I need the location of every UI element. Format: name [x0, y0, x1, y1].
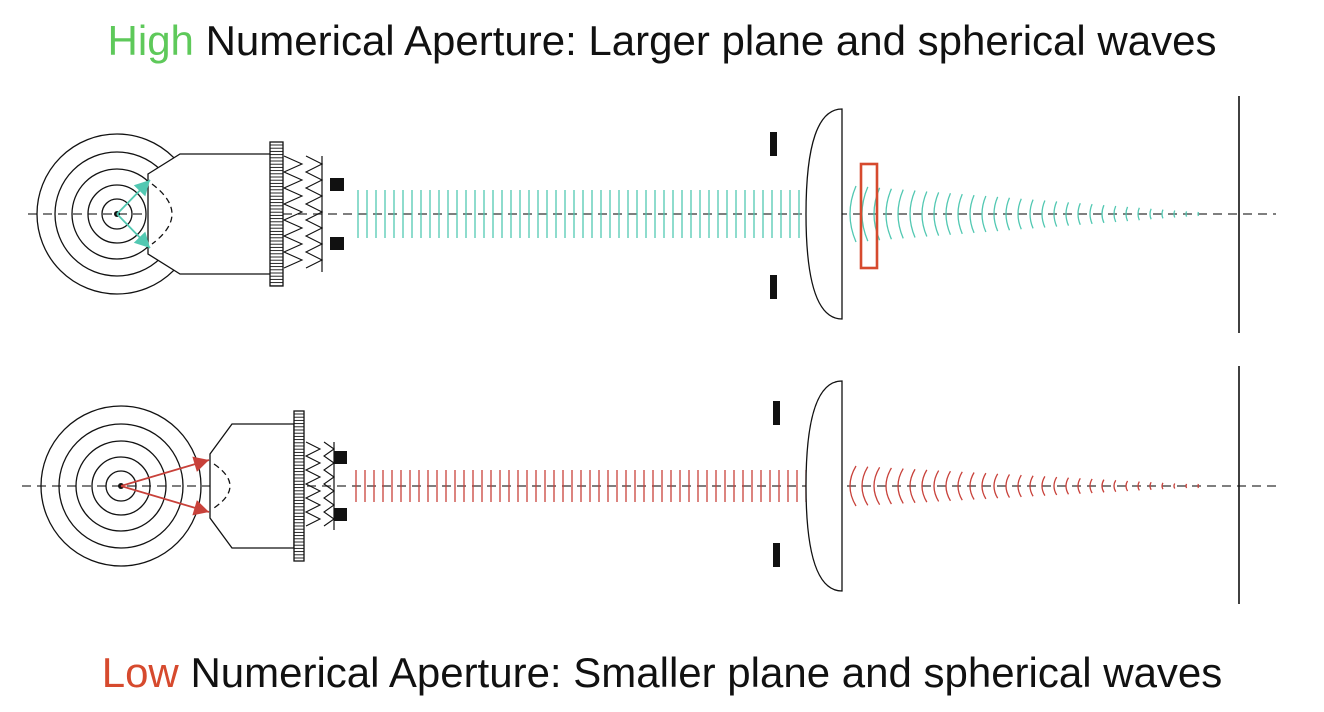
- high-na-spherical-wavefront: [1077, 202, 1081, 226]
- low-na-spherical-wavefront: [1125, 480, 1129, 492]
- high-na-spherical-wave-ring: [101, 198, 133, 230]
- high-na-spherical-wavefront: [1125, 206, 1129, 222]
- high-na-condenser-lens: [805, 108, 843, 320]
- low-na-spherical-wavefront: [933, 470, 940, 502]
- low-na-knurled-ring: [293, 410, 305, 562]
- low-na-spherical-wave-ring: [40, 405, 202, 567]
- high-na-spherical-wavefront: [1053, 201, 1058, 227]
- low-na-spherical-wavefront: [1173, 483, 1176, 489]
- high-na-spherical-wavefront: [1185, 211, 1188, 217]
- low-na-mount-tab-top: [334, 451, 347, 464]
- high-na-spherical-wavefront: [1017, 198, 1022, 230]
- low-na-aperture-stop-top: [773, 401, 780, 425]
- low-na-spherical-wavefront: [1053, 476, 1058, 496]
- low-na-spherical-wavefront: [1077, 477, 1081, 495]
- low-na-spherical-wavefront: [1065, 477, 1070, 495]
- high-na-spherical-wavefront: [993, 196, 999, 232]
- high-na-spherical-wavefront: [849, 185, 857, 243]
- high-na-spherical-wavefront: [861, 186, 869, 242]
- title-low-rest: Numerical Aperture: Smaller plane and sp…: [178, 649, 1223, 696]
- low-na-spherical-wavefront: [1041, 476, 1046, 496]
- low-na-objective-body: [209, 423, 295, 549]
- low-na-thread-left: [304, 441, 322, 527]
- low-na-acceptance-ray: [120, 459, 210, 487]
- low-na-condenser-lens: [805, 380, 843, 592]
- low-na-mount-tab-bottom: [334, 508, 347, 521]
- low-na-spherical-wavefront: [1113, 479, 1117, 493]
- low-na-spherical-wavefront: [1161, 482, 1164, 490]
- high-na-spherical-wavefront: [1065, 202, 1070, 226]
- high-na-spherical-wavefront: [933, 192, 940, 236]
- high-na-spherical-wavefront: [1101, 204, 1105, 224]
- title-low-na: Low Numerical Aperture: Smaller plane an…: [0, 652, 1324, 694]
- high-na-mount-tab-top: [330, 178, 344, 191]
- low-na-spherical-wavefront: [1029, 475, 1034, 497]
- high-na-spherical-wavefront: [1029, 199, 1034, 229]
- low-na-spherical-wave-ring: [105, 470, 137, 502]
- title-high-rest: Numerical Aperture: Larger plane and sph…: [193, 17, 1217, 64]
- high-na-objective-body: [147, 153, 273, 275]
- title-low-keyword: Low: [101, 649, 179, 696]
- low-na-spherical-wavefront: [969, 472, 975, 500]
- low-na-spherical-wavefront: [1137, 481, 1140, 491]
- high-na-spherical-wavefront: [969, 194, 975, 234]
- high-na-spherical-wavefront: [957, 193, 963, 235]
- low-na-spherical-wavefront: [909, 468, 916, 504]
- high-na-spherical-wavefront: [1113, 205, 1117, 223]
- high-na-spherical-wavefront: [1149, 208, 1152, 220]
- low-na-thread-right: [323, 441, 335, 527]
- low-na-acceptance-arrowhead: [192, 500, 209, 516]
- high-na-highlight-box: [859, 162, 879, 270]
- high-na-spherical-wavefront: [1005, 197, 1011, 231]
- high-na-spherical-wavefront: [1041, 200, 1046, 228]
- low-na-spherical-wavefront: [1185, 483, 1188, 489]
- high-na-spherical-wavefront: [1089, 203, 1093, 225]
- high-na-mount-tab-bottom: [330, 237, 344, 250]
- low-na-spherical-wavefront: [849, 465, 857, 507]
- low-na-acceptance-ray: [120, 485, 210, 513]
- high-na-spherical-wavefront: [1173, 210, 1176, 218]
- low-na-spherical-wave-ring: [91, 456, 151, 516]
- high-na-spherical-wavefront: [897, 189, 904, 239]
- low-na-spherical-wavefront: [993, 473, 999, 499]
- high-na-thread-right: [304, 155, 324, 269]
- high-na-spherical-wavefront: [945, 193, 952, 235]
- low-na-spherical-wavefront: [1089, 478, 1093, 494]
- low-na-spherical-wavefront: [861, 466, 869, 506]
- low-na-spherical-wave-ring: [58, 423, 184, 549]
- low-na-spherical-wavefront: [1101, 479, 1105, 493]
- high-na-spherical-wavefront: [885, 188, 893, 240]
- high-na-front-lens: [151, 183, 173, 245]
- low-na-setup: [22, 366, 1276, 604]
- high-na-spherical-wavefront: [921, 191, 928, 237]
- low-na-acceptance-arrowhead: [192, 456, 209, 472]
- high-na-aperture-stop-bottom: [770, 275, 777, 299]
- high-na-aperture-stop-top: [770, 132, 777, 156]
- high-na-setup: [28, 96, 1276, 333]
- low-na-spherical-wavefront: [1017, 474, 1022, 498]
- low-na-spherical-wavefront: [957, 471, 963, 501]
- title-high-keyword: High: [107, 17, 194, 64]
- high-na-spherical-wave-ring: [87, 184, 147, 244]
- high-na-acceptance-arrowhead: [133, 180, 150, 197]
- low-na-spherical-wave-ring: [75, 440, 167, 532]
- high-na-spherical-wavefront: [1161, 209, 1164, 219]
- high-na-spherical-wavefront: [981, 195, 987, 233]
- high-na-thread-left: [282, 155, 304, 269]
- high-na-acceptance-arrowhead: [133, 231, 150, 248]
- low-na-aperture-stop-bottom: [773, 543, 780, 567]
- low-na-spherical-wavefront: [945, 470, 952, 502]
- low-na-spherical-wavefront: [921, 469, 928, 503]
- low-na-spherical-wavefront: [885, 467, 892, 505]
- high-na-knurled-ring: [269, 141, 284, 287]
- low-na-spherical-wavefront: [1005, 474, 1011, 498]
- high-na-spherical-wavefront: [909, 190, 916, 238]
- low-na-spherical-wavefront: [873, 466, 881, 506]
- low-na-spherical-wavefront: [1149, 481, 1152, 491]
- title-high-na: High Numerical Aperture: Larger plane an…: [0, 20, 1324, 62]
- low-na-spherical-wavefront: [981, 472, 987, 500]
- high-na-spherical-wavefront: [1137, 207, 1140, 221]
- low-na-spherical-wavefront: [897, 468, 904, 504]
